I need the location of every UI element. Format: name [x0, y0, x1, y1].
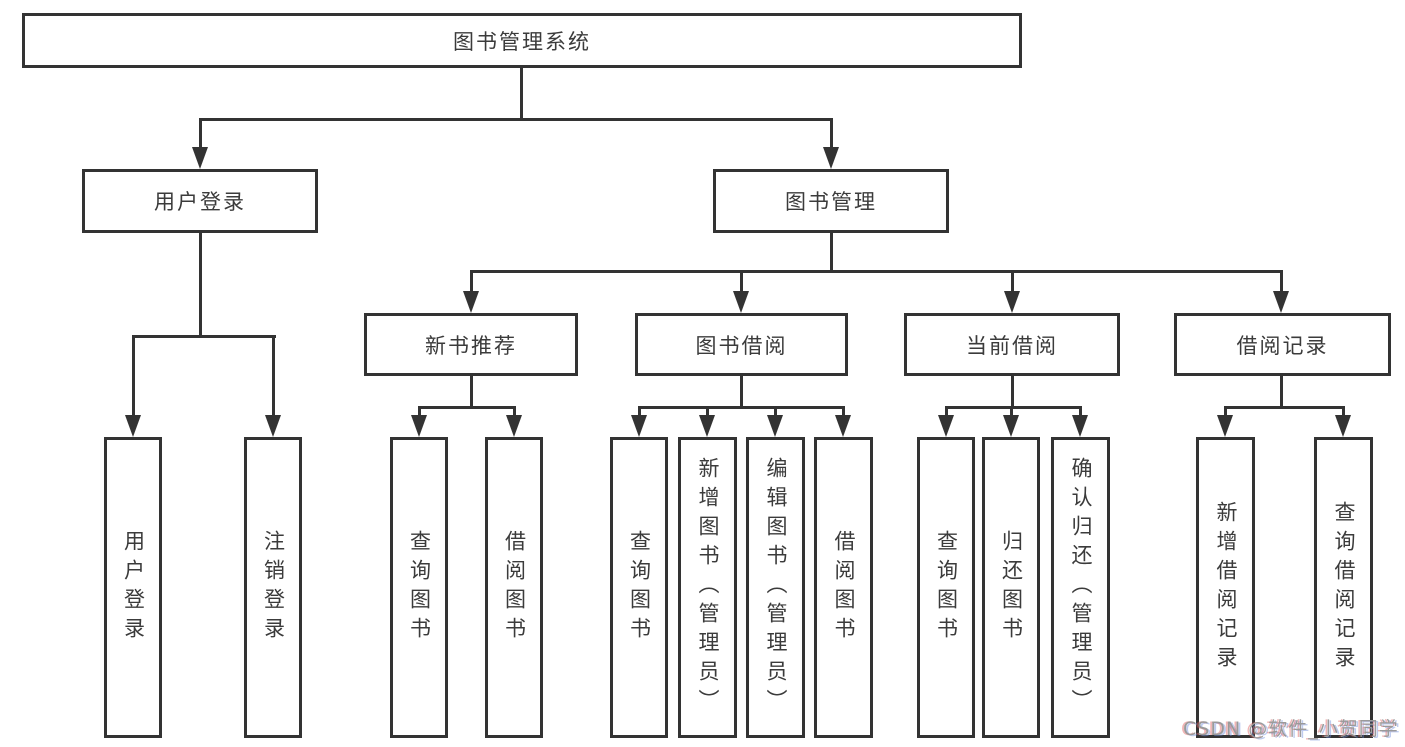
leaf-label: 查询图书	[627, 529, 652, 646]
connector-drop-book-management	[830, 118, 833, 150]
leaf-add-books-admin: 新增图书（管理员）	[678, 437, 737, 738]
connector-borrow-records-bar	[1224, 406, 1344, 409]
arrow-down-icon	[125, 415, 141, 437]
leaf-edit-books-admin: 编辑图书（管理员）	[746, 437, 805, 738]
leaf-query-books: 查询图书	[610, 437, 668, 738]
leaf-label: 编辑图书（管理员）	[764, 457, 788, 718]
leaf-user-login: 用户登录	[104, 437, 162, 738]
leaf-borrow-books: 借阅图书	[485, 437, 543, 738]
leaf-confirm-return-admin: 确认归还（管理员）	[1051, 437, 1110, 738]
arrow-down-icon	[265, 415, 281, 437]
connector-drop-leaf	[1010, 406, 1013, 418]
arrow-down-icon	[631, 415, 647, 437]
arrow-down-icon	[463, 291, 479, 313]
arrow-down-icon	[1003, 415, 1019, 437]
leaf-logout: 注销登录	[244, 437, 302, 738]
leaf-label: 确认归还（管理员）	[1069, 457, 1093, 718]
arrow-down-icon	[506, 415, 522, 437]
connector-drop-leaf	[774, 406, 777, 418]
connector-drop-leaf	[1342, 406, 1345, 418]
leaf-label: 借阅图书	[832, 529, 856, 646]
connector-borrow-records-stem	[1280, 374, 1283, 409]
arrow-down-icon	[733, 291, 749, 313]
connector-drop-user-login	[199, 118, 202, 150]
node-user-login: 用户登录	[82, 169, 318, 233]
connector-current-borrow-bar	[945, 406, 1081, 409]
connector-root-stem	[520, 66, 523, 120]
connector-drop-book-borrow	[740, 270, 743, 294]
leaf-label: 注销登录	[261, 529, 286, 646]
leaf-query-books: 查询图书	[390, 437, 448, 738]
connector-user-login-bar	[132, 335, 276, 338]
connector-drop-leaf	[1224, 406, 1227, 418]
csdn-watermark: CSDN @软件_小贺同学	[1183, 718, 1399, 740]
connector-user-login-stem	[199, 231, 202, 337]
leaf-label: 用户登录	[121, 529, 146, 646]
connector-drop-leaf	[842, 406, 845, 418]
leaf-borrow-books: 借阅图书	[814, 437, 873, 738]
connector-current-borrow-stem	[1011, 374, 1014, 409]
leaf-return-books: 归还图书	[982, 437, 1040, 738]
connector-drop-leaf	[132, 335, 135, 417]
node-borrowing-records: 借阅记录	[1174, 313, 1391, 376]
leaf-query-borrow-record: 查询借阅记录	[1314, 437, 1373, 738]
leaf-query-books: 查询图书	[917, 437, 975, 738]
leaf-label: 查询借阅记录	[1332, 500, 1356, 675]
arrow-down-icon	[1273, 291, 1289, 313]
connector-drop-leaf	[945, 406, 948, 418]
connector-book-borrow-bar	[638, 406, 844, 409]
node-book-borrowing: 图书借阅	[635, 313, 848, 376]
connector-drop-new-book	[470, 270, 473, 294]
leaf-label: 新增图书（管理员）	[696, 457, 720, 718]
connector-root-bar	[199, 118, 833, 121]
node-label: 图书借阅	[695, 333, 788, 358]
arrow-down-icon	[823, 147, 839, 169]
arrow-down-icon	[1217, 415, 1233, 437]
node-book-management: 图书管理	[713, 169, 949, 233]
node-label: 图书管理系统	[453, 29, 591, 54]
connector-book-management-stem	[830, 231, 833, 272]
connector-drop-current-borrow	[1011, 270, 1014, 294]
leaf-label: 新增借阅记录	[1214, 500, 1238, 675]
arrow-down-icon	[835, 415, 851, 437]
connector-drop-leaf	[706, 406, 709, 418]
arrow-down-icon	[192, 147, 208, 169]
leaf-label: 查询图书	[934, 529, 959, 646]
connector-drop-leaf	[513, 406, 516, 418]
connector-new-book-stem	[470, 374, 473, 409]
node-new-book-recommendation: 新书推荐	[364, 313, 578, 376]
connector-drop-leaf	[638, 406, 641, 418]
node-library-management-system: 图书管理系统	[22, 13, 1022, 68]
arrow-down-icon	[938, 415, 954, 437]
leaf-label: 归还图书	[999, 529, 1024, 646]
node-label: 当前借阅	[966, 333, 1058, 358]
arrow-down-icon	[1335, 415, 1351, 437]
arrow-down-icon	[767, 415, 783, 437]
leaf-label: 查询图书	[407, 529, 432, 646]
node-label: 图书管理	[785, 190, 877, 214]
connector-drop-leaf	[1079, 406, 1082, 418]
node-current-borrowing: 当前借阅	[904, 313, 1120, 376]
node-label: 借阅记录	[1236, 333, 1329, 358]
connector-book-management-bar	[470, 270, 1283, 273]
connector-drop-borrow-records	[1280, 270, 1283, 294]
connector-drop-leaf	[272, 335, 275, 417]
connector-book-borrow-stem	[740, 374, 743, 409]
connector-drop-leaf	[418, 406, 421, 418]
leaf-add-borrow-record: 新增借阅记录	[1196, 437, 1255, 738]
leaf-label: 借阅图书	[502, 529, 527, 646]
node-label: 新书推荐	[425, 333, 517, 358]
node-label: 用户登录	[154, 190, 246, 214]
arrow-down-icon	[411, 415, 427, 437]
arrow-down-icon	[699, 415, 715, 437]
arrow-down-icon	[1072, 415, 1088, 437]
arrow-down-icon	[1004, 291, 1020, 313]
connector-new-book-bar	[418, 406, 516, 409]
